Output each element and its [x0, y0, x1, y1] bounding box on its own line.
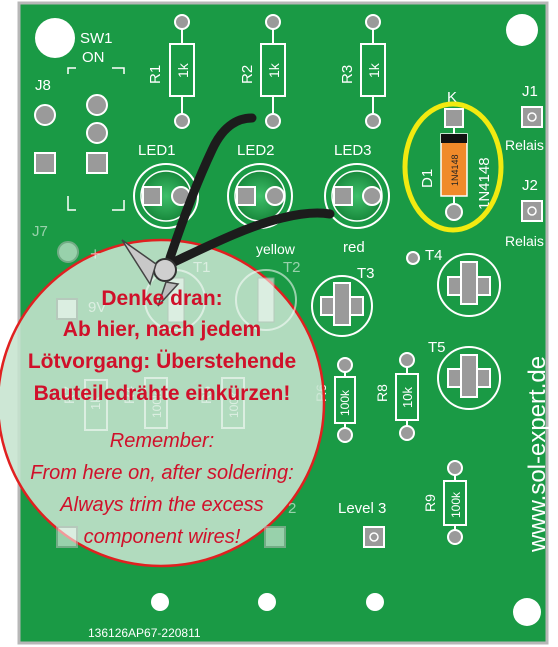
- resistor-r1: 1k R1: [147, 14, 195, 129]
- mounting-hole: [513, 598, 541, 626]
- mounting-hole: [366, 593, 384, 611]
- r4-val: 100k: [150, 391, 164, 418]
- level3-pad: [363, 526, 385, 548]
- switch-pad: [86, 94, 108, 116]
- j8-label: J8: [35, 77, 51, 94]
- r7-ref: R7: [61, 386, 77, 404]
- switch-ref-label: SW1: [80, 30, 113, 47]
- relais2-label: Relais: [505, 233, 544, 249]
- level3-label: Level 3: [338, 500, 386, 517]
- j7-label: J7: [32, 223, 48, 240]
- callout-en-line3: Always trim the excess: [59, 494, 263, 516]
- led-yellow-label: yellow: [256, 241, 296, 257]
- resistor-r8: 10k R8: [374, 352, 419, 441]
- t1-label: T1: [193, 259, 211, 276]
- j2-pad: [521, 200, 543, 222]
- led-red-label: red: [343, 239, 365, 256]
- r5-val: 100k: [227, 391, 241, 418]
- led1-label: LED1: [138, 142, 176, 159]
- led3-label: LED3: [334, 142, 372, 159]
- diode-ref-label: D1: [419, 169, 436, 188]
- svg-text:100k: 100k: [449, 491, 463, 518]
- switch-on-label: ON: [82, 49, 105, 66]
- highlight-ring: [402, 101, 504, 233]
- switch-outline: [67, 67, 125, 74]
- t5-label: T5: [428, 339, 446, 356]
- transistor-t3: [311, 275, 373, 337]
- diode-body-text: 1N4148: [450, 154, 460, 186]
- resistor-r3: 1k R3: [339, 14, 386, 129]
- switch-pad: [86, 122, 108, 144]
- callout-de-line2: Ab hier, nach jedem: [63, 318, 261, 341]
- website-label: www.sol-expert.de: [524, 356, 551, 553]
- transistor-t5: [437, 346, 501, 410]
- j2-label: J2: [522, 177, 538, 194]
- t2-label: T2: [283, 259, 301, 276]
- j8-pad: [34, 152, 56, 174]
- svg-text:10k: 10k: [400, 387, 415, 408]
- j1-label: J1: [522, 83, 538, 100]
- svg-text:R8: R8: [374, 384, 390, 402]
- j8-pad: [34, 104, 56, 126]
- mounting-hole: [151, 593, 169, 611]
- svg-text:R9: R9: [422, 494, 438, 512]
- led3: [324, 163, 390, 229]
- nine-v-label: 9V: [88, 299, 106, 316]
- svg-text:1k: 1k: [175, 62, 191, 78]
- level2-fragment: 2: [288, 500, 296, 517]
- led2: [227, 163, 293, 229]
- r5-ref: R5: [198, 386, 214, 404]
- t3-label: T3: [357, 265, 375, 282]
- mounting-hole: [35, 18, 75, 58]
- callout-text: Denke dran: Ab hier, nach jedem Lötvorga…: [28, 287, 296, 548]
- svg-text:R3: R3: [339, 65, 356, 84]
- mounting-hole: [506, 14, 538, 46]
- r7-val: 1k: [88, 396, 103, 410]
- j1-pad: [521, 106, 543, 128]
- switch-outline-lower: [67, 196, 125, 211]
- svg-text:1k: 1k: [266, 62, 282, 78]
- svg-text:R2: R2: [239, 65, 256, 84]
- svg-text:R1: R1: [147, 65, 164, 84]
- t4-label: T4: [425, 247, 443, 264]
- callout-en-line1: Remember:: [110, 430, 214, 452]
- side-cutter-icon: [121, 113, 335, 307]
- transistor-t4: [437, 253, 501, 317]
- callout-de-line3: Lötvorgang: Überstehende: [28, 350, 296, 373]
- board-code: 136126AP67-220811: [88, 626, 201, 640]
- resistor-r2: 1k R2: [239, 14, 286, 129]
- led2-label: LED2: [237, 142, 275, 159]
- callout-en-line2: From here on, after soldering:: [30, 462, 293, 484]
- svg-text:100k: 100k: [338, 389, 352, 416]
- mounting-hole: [258, 593, 276, 611]
- callout-circle: [0, 238, 326, 568]
- svg-text:1k: 1k: [366, 62, 382, 78]
- callout-de-line4: Bauteiledrähte einkürzen!: [34, 382, 291, 405]
- callout-de-line1: Denke dran:: [101, 287, 222, 310]
- diode-k-label: K: [447, 89, 457, 106]
- plus-label: +: [90, 244, 101, 264]
- callout-en-line4: component wires!: [84, 526, 241, 548]
- switch-pad: [86, 152, 108, 174]
- diode-d1: 1N4148: [440, 108, 468, 221]
- led1: [133, 163, 199, 229]
- relais1-label: Relais: [505, 137, 544, 153]
- diode-part-label: 1N4148: [476, 157, 493, 210]
- resistor-r9: 100k R9: [422, 460, 467, 545]
- r4-ref: R4: [121, 386, 137, 404]
- via-pad: [406, 251, 420, 265]
